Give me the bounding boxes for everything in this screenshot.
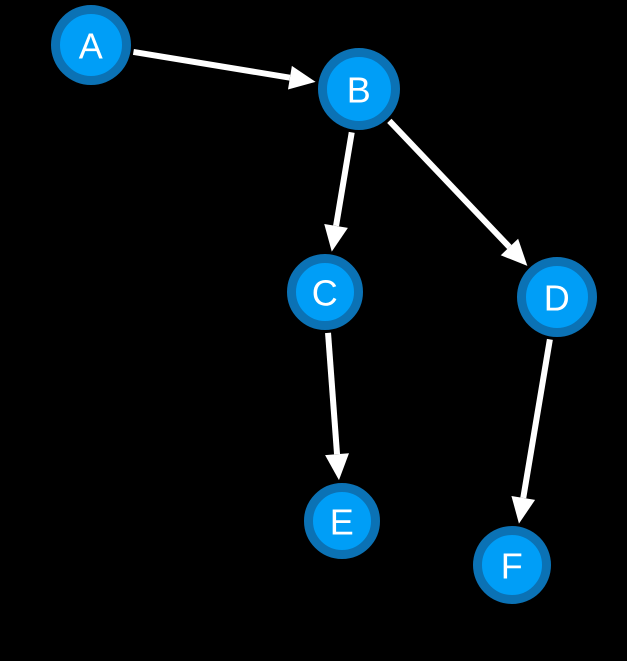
node-label-e: E xyxy=(330,502,355,543)
edge-a-to-b xyxy=(132,49,291,81)
edge-b-to-d xyxy=(387,118,512,250)
graph-node-f[interactable]: F xyxy=(473,526,551,604)
node-circle-e[interactable] xyxy=(304,483,380,559)
arrowhead-icon-b-to-d xyxy=(500,238,528,266)
arrowhead-icon-d-to-f xyxy=(511,495,536,524)
node-label-d: D xyxy=(544,278,571,319)
arrowhead-icon-c-to-e xyxy=(325,453,350,481)
node-circle-a[interactable] xyxy=(51,5,131,85)
graph-node-c[interactable]: C xyxy=(287,254,363,330)
arrowhead-icon-b-to-c xyxy=(324,223,348,252)
node-circle-c[interactable] xyxy=(287,254,363,330)
graph-node-e[interactable]: E xyxy=(304,483,380,559)
node-label-f: F xyxy=(501,546,524,587)
node-label-b: B xyxy=(347,70,372,111)
graph-node-b[interactable]: B xyxy=(318,48,400,130)
graph-node-d[interactable]: D xyxy=(517,257,597,337)
edge-d-to-f xyxy=(520,338,553,499)
graph-node-a[interactable]: A xyxy=(51,5,131,85)
node-circle-f[interactable] xyxy=(473,526,551,604)
edges-layer xyxy=(132,49,553,524)
arrowhead-icon-a-to-b xyxy=(287,65,316,90)
edge-b-to-c xyxy=(333,131,355,227)
node-label-c: C xyxy=(312,273,339,314)
nodes-layer: A B C D E F xyxy=(51,5,597,604)
node-label-a: A xyxy=(79,26,104,67)
node-circle-b[interactable] xyxy=(318,48,400,130)
edge-c-to-e xyxy=(325,332,341,455)
node-circle-d[interactable] xyxy=(517,257,597,337)
